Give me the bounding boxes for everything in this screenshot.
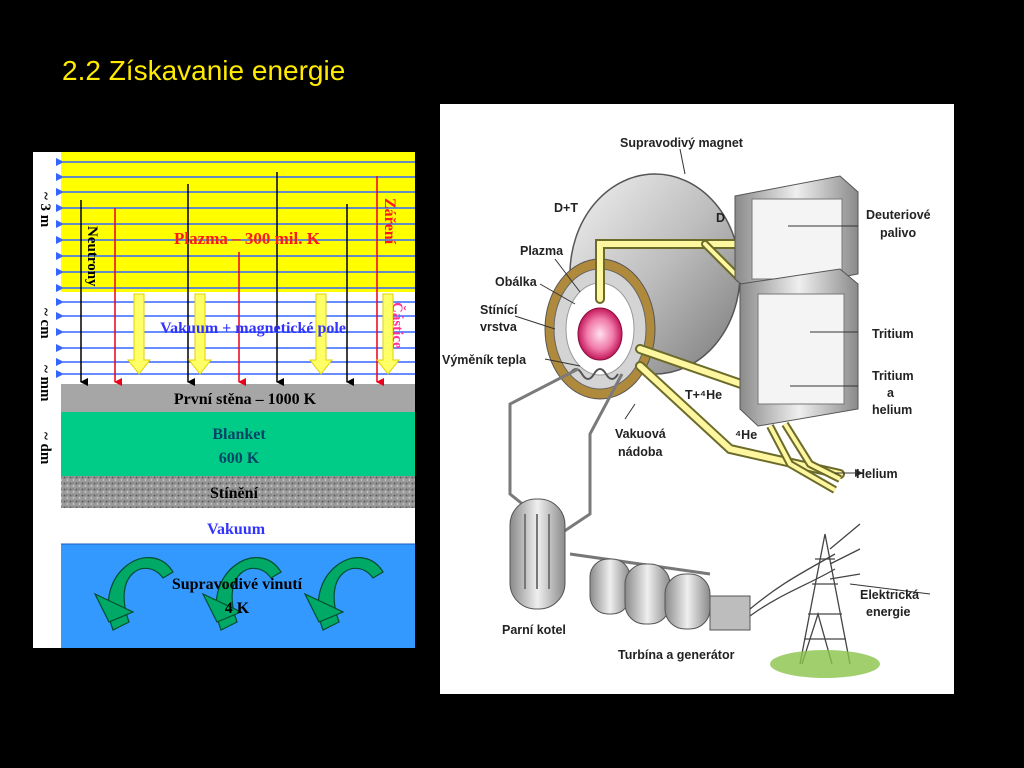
radiation-label: Záření [381, 198, 398, 245]
vacuum-field-layer [61, 292, 415, 384]
deuterium-label-2: palivo [880, 226, 916, 240]
coil-label-line2: 4 K [225, 600, 250, 617]
turbine-label: Turbína a generátor [618, 648, 735, 662]
first-wall-label: První stěna – 1000 K [174, 391, 317, 408]
vacuum-layer [61, 508, 415, 544]
dt-label: D+T [554, 201, 578, 215]
deuterium-label-1: Deuteriové [866, 208, 931, 222]
scale-3m: ~ 3 m [37, 192, 53, 228]
tritium-label: Tritium [872, 327, 914, 341]
scale-cm: ~ cm [37, 308, 53, 339]
plasma-core [577, 307, 623, 361]
reactor-layer-diagram: Plazma – 300 mil. K Vakuum + magnetické … [33, 152, 415, 648]
turbine-generator [569, 552, 751, 631]
fusion-power-plant-diagram: Supravodivý magnet D+T D Deuteriové pali… [440, 104, 954, 694]
blanket-label-line2: 600 K [219, 450, 260, 467]
leader-lines [514, 148, 931, 595]
vacuum-label: Vakuum [207, 521, 266, 538]
shielding-label: Stínění [210, 485, 259, 502]
electric-label-1: Elektrická [860, 588, 919, 602]
blanket-layer [61, 412, 415, 476]
particles-label: Částice [389, 302, 406, 349]
tritium-helium-label-2: a [887, 386, 895, 400]
t-he-label: T+⁴He [685, 388, 722, 402]
tritium-helium-label-1: Tritium [872, 369, 914, 383]
deuterium-tank [734, 175, 859, 295]
vacuum-vessel-label-1: Vakuová [615, 427, 666, 441]
particle-arrows [126, 293, 401, 375]
shield-label-1: Stínící [480, 303, 518, 317]
coil-arrows [93, 557, 384, 631]
tritium-tank [739, 268, 859, 427]
first-wall-layer [61, 384, 415, 412]
scale-margin [33, 152, 61, 648]
vacuum-vessel-label-2: nádoba [618, 445, 663, 459]
heat-exchanger-label: Výměník tepla [442, 353, 527, 367]
radiation-arrows [114, 176, 384, 386]
plasma-layer [61, 152, 415, 292]
shield-label-2: vrstva [480, 320, 518, 334]
helium-pipes [766, 421, 842, 494]
scale-dm: ~ dm [37, 432, 53, 465]
neutron-arrows [80, 172, 354, 386]
tritium-helium-label-3: helium [872, 403, 912, 417]
d-label: D [716, 211, 725, 225]
electric-label-2: energie [866, 605, 911, 619]
envelope-label: Obálka [495, 275, 538, 289]
vacuum-field-label: Vakuum + magnetické pole [160, 320, 346, 337]
plasma-label-right: Plazma [520, 244, 564, 258]
steam-boiler [509, 498, 566, 610]
blanket-label-line1: Blanket [212, 426, 266, 443]
magnet-label: Supravodivý magnet [620, 136, 744, 150]
he4-label: ⁴He [735, 428, 757, 442]
steam-boiler-label: Parní kotel [502, 623, 566, 637]
helium-label: Helium [856, 467, 898, 481]
plasma-label: Plazma – 300 mil. K [174, 229, 321, 248]
neutrons-label: Neutrony [84, 226, 100, 287]
shielding-layer [61, 476, 415, 508]
coil-label-line1: Supravodivé vinutí [172, 576, 303, 593]
power-pylon [749, 523, 861, 665]
scale-mm: ~ mm [37, 365, 53, 402]
slide-title: 2.2 Získavanie energie [62, 55, 346, 86]
